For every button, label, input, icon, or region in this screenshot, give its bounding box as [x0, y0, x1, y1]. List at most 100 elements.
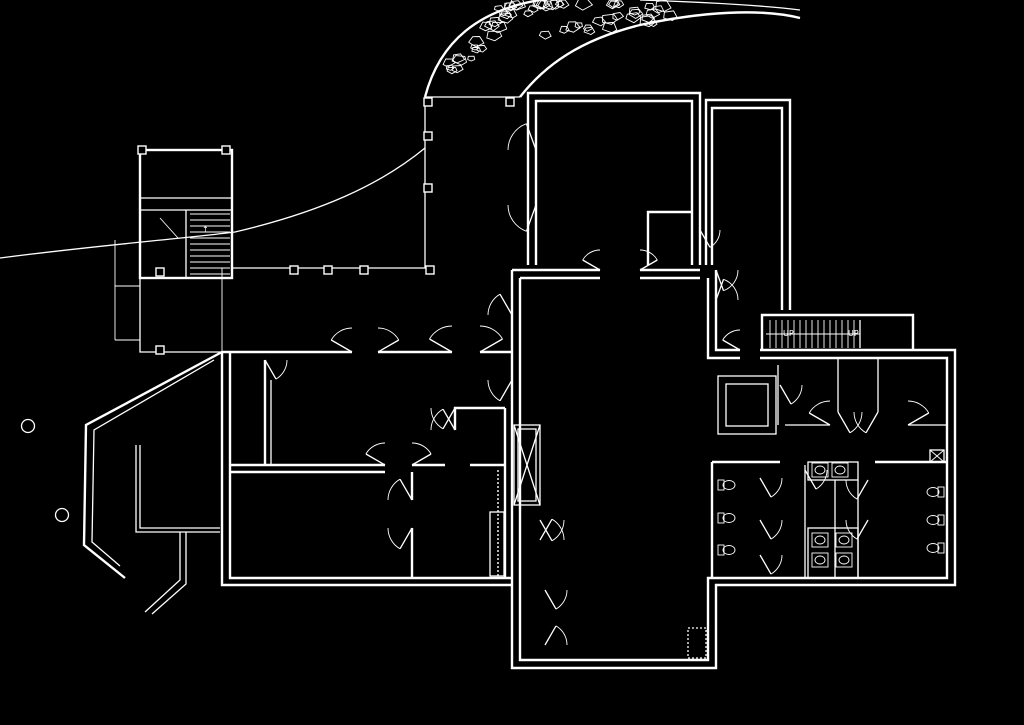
paving-stone — [648, 20, 658, 28]
door — [387, 478, 413, 501]
elevator — [717, 375, 777, 435]
paving-stone — [532, 0, 547, 10]
paving-stone — [607, 0, 619, 8]
paving-stone — [537, 0, 554, 12]
vanity — [807, 461, 859, 481]
paving-stone — [601, 21, 618, 34]
paving-stone — [559, 25, 570, 34]
door — [487, 379, 513, 402]
stair-up-arrow-label: UP — [848, 329, 859, 338]
column — [423, 183, 433, 193]
paving-stone — [663, 10, 678, 21]
toilet — [926, 514, 945, 526]
door — [487, 293, 513, 316]
paving-stone — [574, 22, 583, 29]
door — [759, 477, 783, 498]
paving-stone — [605, 0, 621, 10]
door — [430, 408, 456, 431]
paving-stone — [582, 24, 594, 32]
vanity — [807, 527, 859, 579]
paving-stone — [451, 65, 464, 74]
toilet — [717, 479, 736, 491]
door — [429, 325, 453, 353]
door — [779, 384, 803, 405]
column — [323, 265, 333, 275]
paving-stone — [451, 55, 468, 66]
paving-stone — [483, 20, 500, 32]
sink — [811, 462, 829, 478]
paving-stone — [508, 0, 524, 11]
door — [539, 519, 565, 542]
column — [289, 265, 299, 275]
column — [423, 97, 433, 107]
exterior-stair-deck: ↑ — [138, 148, 234, 280]
sink — [811, 532, 829, 548]
paving-stone — [625, 12, 642, 24]
paving-stone — [488, 16, 503, 28]
paving-stone — [644, 2, 655, 11]
toilet — [717, 512, 736, 524]
sink — [811, 552, 829, 568]
toilet — [717, 544, 736, 556]
door — [845, 479, 869, 500]
door — [430, 407, 456, 430]
interior-stair: UP UP — [766, 320, 861, 348]
door — [715, 269, 739, 292]
paving-stone — [591, 16, 607, 27]
svg-text:↑: ↑ — [202, 225, 209, 234]
door — [845, 519, 869, 540]
door — [411, 442, 432, 466]
column — [505, 97, 515, 107]
casework — [489, 424, 945, 659]
paving-stone — [452, 53, 466, 64]
sink — [831, 462, 849, 478]
paving-stone — [527, 5, 539, 13]
paving-stone — [493, 5, 505, 13]
door — [544, 589, 568, 610]
door — [639, 249, 658, 271]
door — [387, 527, 413, 550]
paving-stone — [538, 30, 552, 40]
door — [907, 400, 930, 426]
paving-stone — [486, 30, 503, 42]
column — [155, 345, 165, 355]
door — [722, 329, 741, 351]
paving-stone — [490, 21, 508, 34]
paving-stone — [476, 44, 488, 53]
sink — [835, 552, 853, 568]
door — [264, 359, 288, 380]
paving-stone — [628, 6, 641, 16]
paving-stone — [504, 2, 516, 11]
covered-porch — [20, 350, 223, 615]
column — [155, 267, 165, 277]
site-lines — [0, 147, 426, 341]
sink — [835, 532, 853, 548]
door — [507, 123, 537, 151]
door — [544, 625, 568, 646]
paving-stone — [613, 0, 625, 9]
doors — [264, 123, 930, 646]
toilet — [926, 486, 945, 498]
column — [137, 145, 147, 155]
paving-stone — [497, 13, 514, 24]
paving-stone — [535, 0, 550, 10]
stair-up-label: UP — [783, 329, 794, 338]
door — [582, 249, 601, 271]
restroom-fixtures — [717, 461, 945, 579]
door — [759, 519, 783, 540]
door — [377, 327, 400, 353]
door — [539, 518, 565, 541]
paving-stone — [565, 21, 581, 33]
paving-stone — [628, 8, 644, 20]
door — [699, 229, 721, 248]
paving-stone — [504, 9, 518, 19]
door — [759, 554, 783, 575]
paving-stone — [574, 0, 594, 11]
paving-stone — [612, 12, 625, 21]
paving-stone — [523, 10, 534, 18]
column — [425, 265, 435, 275]
door — [365, 442, 386, 466]
paving-stone — [445, 64, 455, 71]
paving-stone — [548, 0, 565, 10]
